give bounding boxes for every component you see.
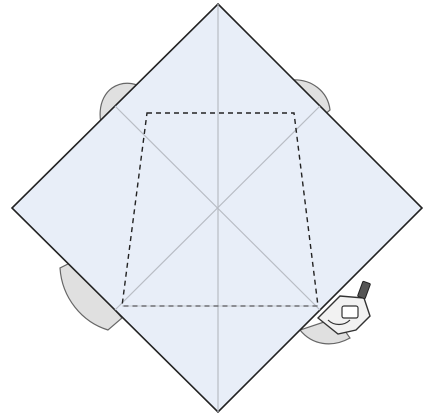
clamp-screw xyxy=(358,281,371,299)
clamp-jaw xyxy=(342,306,358,318)
